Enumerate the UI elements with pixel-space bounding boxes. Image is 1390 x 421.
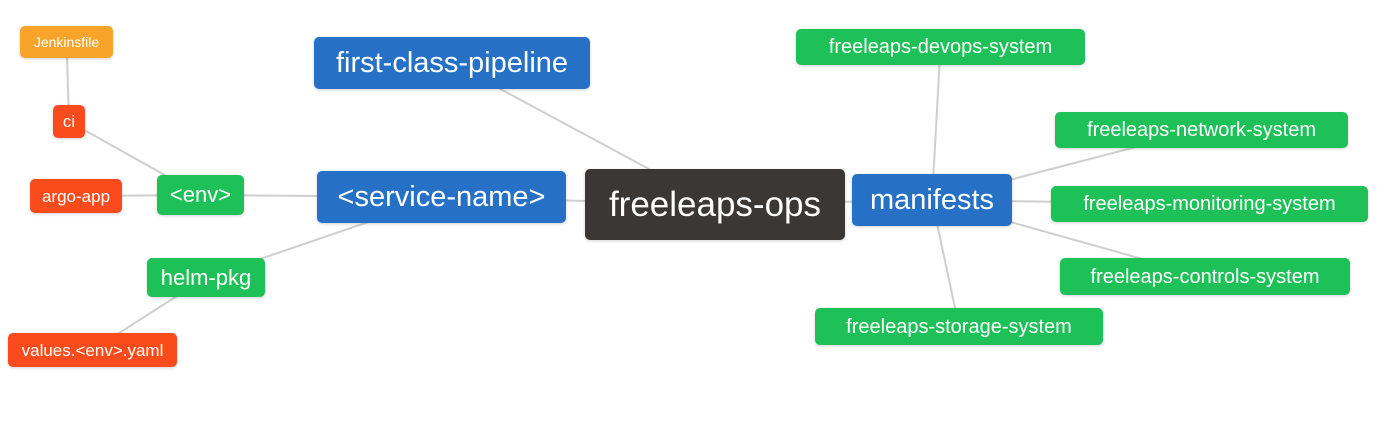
node-values-env-yaml[interactable]: values.<env>.yaml <box>8 333 177 367</box>
node-jenkinsfile[interactable]: Jenkinsfile <box>20 26 113 58</box>
node-label: ci <box>62 112 76 131</box>
node-ci[interactable]: ci <box>53 105 85 138</box>
node-label: freeleaps-network-system <box>1087 119 1316 141</box>
node-label: values.<env>.yaml <box>21 340 164 360</box>
node-label: first-class-pipeline <box>335 46 569 79</box>
node-argo-app[interactable]: argo-app <box>30 179 122 213</box>
node-freeleaps-storage-system[interactable]: freeleaps-storage-system <box>815 308 1103 345</box>
node-freeleaps-ops[interactable]: freeleaps-ops <box>585 169 845 240</box>
node-label: freeleaps-devops-system <box>828 36 1053 58</box>
node-label: <service-name> <box>337 180 546 213</box>
node-freeleaps-network-system[interactable]: freeleaps-network-system <box>1055 112 1348 148</box>
node-freeleaps-monitoring-system[interactable]: freeleaps-monitoring-system <box>1051 186 1368 222</box>
node-helm-pkg[interactable]: helm-pkg <box>147 258 265 297</box>
node-freeleaps-controls-system[interactable]: freeleaps-controls-system <box>1060 258 1350 295</box>
node-env[interactable]: <env> <box>157 175 244 215</box>
node-label: freeleaps-ops <box>608 185 822 224</box>
node-label: helm-pkg <box>160 264 252 290</box>
node-label: <env> <box>169 182 232 207</box>
node-label: argo-app <box>41 186 111 206</box>
node-freeleaps-devops-system[interactable]: freeleaps-devops-system <box>796 29 1085 65</box>
node-label: manifests <box>869 183 995 216</box>
node-service-name[interactable]: <service-name> <box>317 171 566 223</box>
node-label: Jenkinsfile <box>33 34 100 50</box>
node-manifests[interactable]: manifests <box>852 174 1012 226</box>
node-label: freeleaps-storage-system <box>846 315 1072 338</box>
node-label: freeleaps-controls-system <box>1090 265 1320 288</box>
node-label: freeleaps-monitoring-system <box>1083 193 1336 215</box>
node-first-class-pipeline[interactable]: first-class-pipeline <box>314 37 590 89</box>
